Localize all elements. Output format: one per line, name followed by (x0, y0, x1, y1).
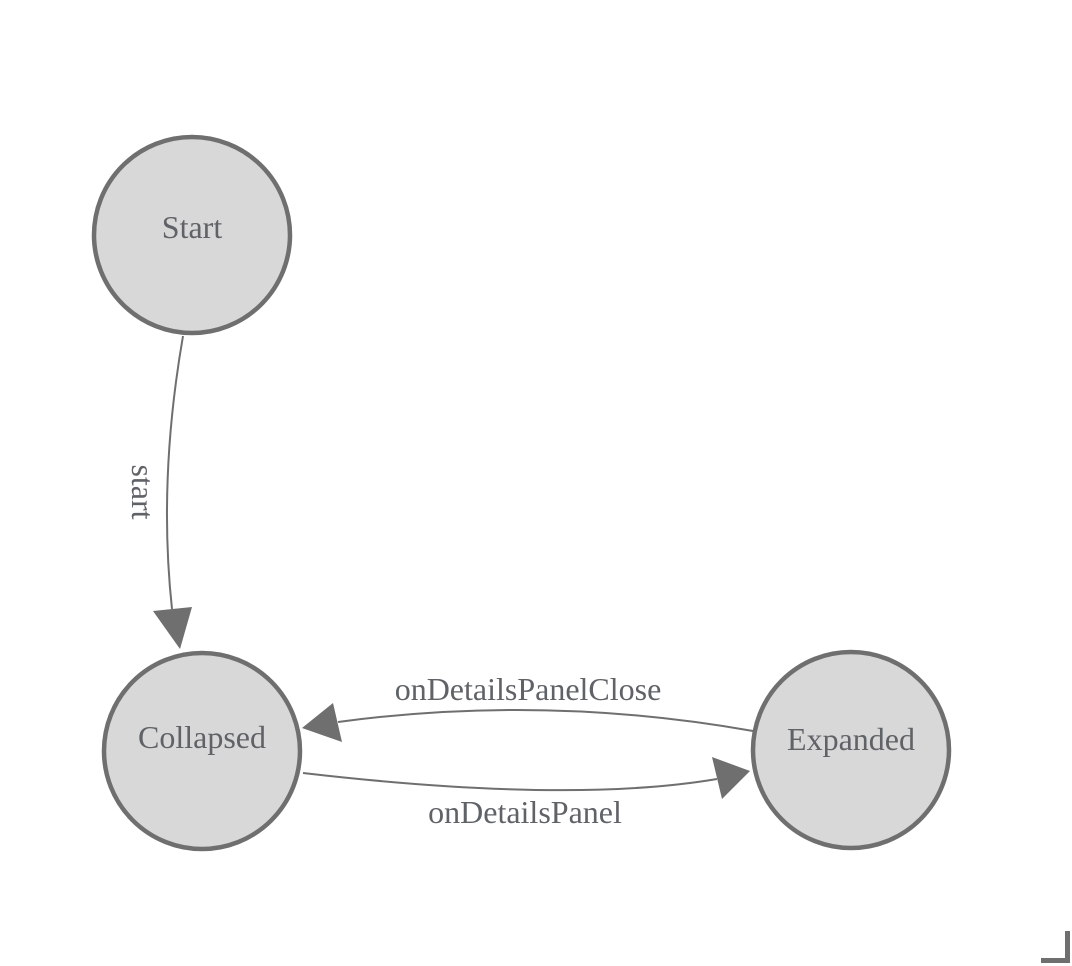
edge-start: start (125, 335, 192, 649)
state-node-expanded-circle (750, 649, 952, 851)
state-node-start-label: Start (162, 209, 223, 245)
canvas-corner-mark (1041, 931, 1070, 963)
canvas-corner-mark-vertical (1065, 931, 1070, 963)
state-node-expanded-label: Expanded (787, 721, 915, 757)
state-node-start: Start (91, 134, 293, 336)
edge-on-details-panel-close-label: onDetailsPanelClose (395, 671, 662, 707)
edge-start-path (165, 335, 184, 610)
edge-on-details-panel: onDetailsPanel (302, 757, 750, 830)
edge-on-details-panel-close-path (337, 708, 754, 732)
state-node-start-circle (91, 134, 293, 336)
state-node-collapsed: Collapsed (101, 650, 303, 852)
state-node-expanded: Expanded (750, 649, 952, 851)
edge-on-details-panel-close: onDetailsPanelClose (302, 671, 754, 742)
state-node-collapsed-label: Collapsed (138, 719, 266, 755)
canvas-corner-mark-horizontal (1041, 958, 1070, 963)
edge-on-details-panel-label: onDetailsPanel (428, 794, 622, 830)
arrowhead-icon (712, 757, 750, 799)
arrowhead-icon (302, 703, 342, 742)
edge-on-details-panel-path (302, 772, 718, 792)
state-node-collapsed-circle (101, 650, 303, 852)
arrowhead-icon (153, 607, 192, 649)
edge-start-label: start (125, 464, 161, 519)
